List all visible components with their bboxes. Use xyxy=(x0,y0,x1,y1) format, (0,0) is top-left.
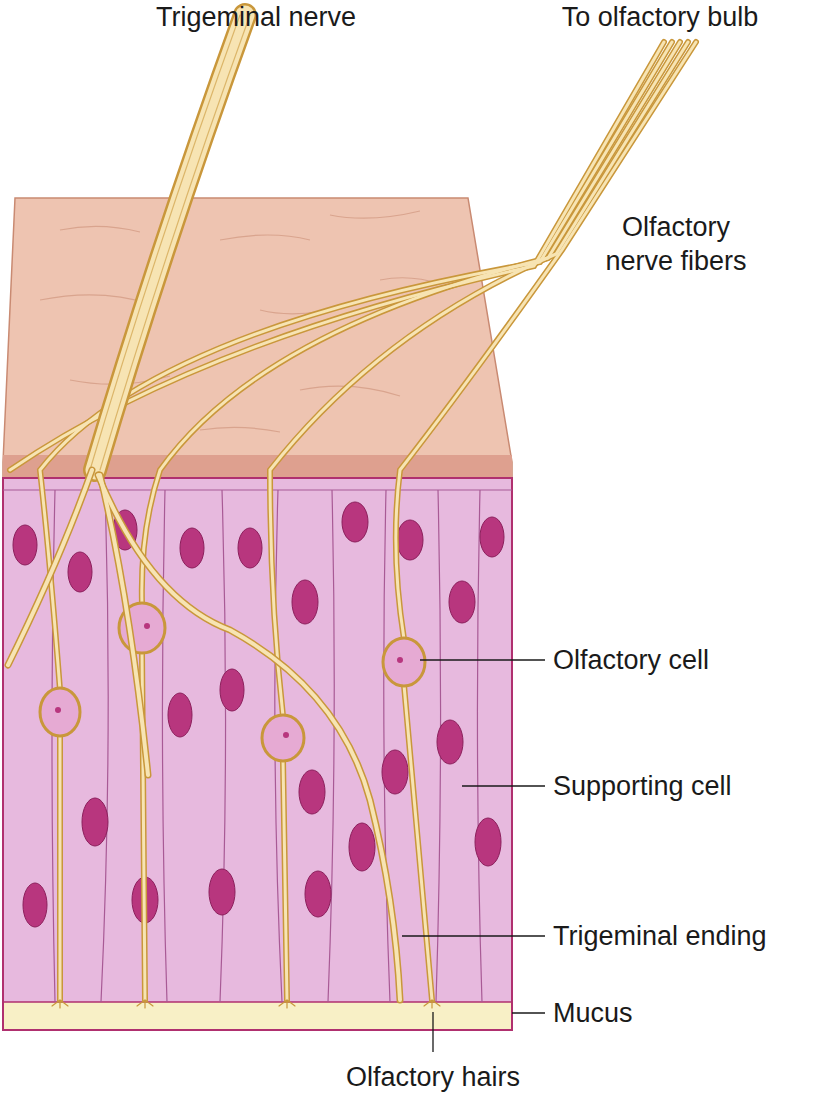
leader-lines xyxy=(402,660,545,1052)
part-label: To olfactory bulb xyxy=(562,0,759,34)
supporting-cell-borders xyxy=(3,490,512,1002)
olfactory-neurons xyxy=(10,42,696,1008)
part-label: Olfactory hairs xyxy=(346,1060,520,1094)
epithelium xyxy=(3,478,512,1030)
basement-band xyxy=(3,455,512,478)
part-label: Supporting cell xyxy=(553,769,732,803)
tissue-texture xyxy=(40,211,440,432)
supporting-cell-nuclei xyxy=(13,502,504,927)
part-label: Trigeminal ending xyxy=(553,919,767,953)
mucus-layer xyxy=(4,1002,511,1029)
part-label: Olfactory nerve fibers xyxy=(589,210,764,278)
lamina-propria xyxy=(3,198,512,478)
trigeminal-nerve-fibers xyxy=(8,15,400,1000)
part-label: Mucus xyxy=(553,996,633,1030)
part-label: Trigeminal nerve xyxy=(156,0,356,34)
part-label: Olfactory cell xyxy=(553,643,709,677)
